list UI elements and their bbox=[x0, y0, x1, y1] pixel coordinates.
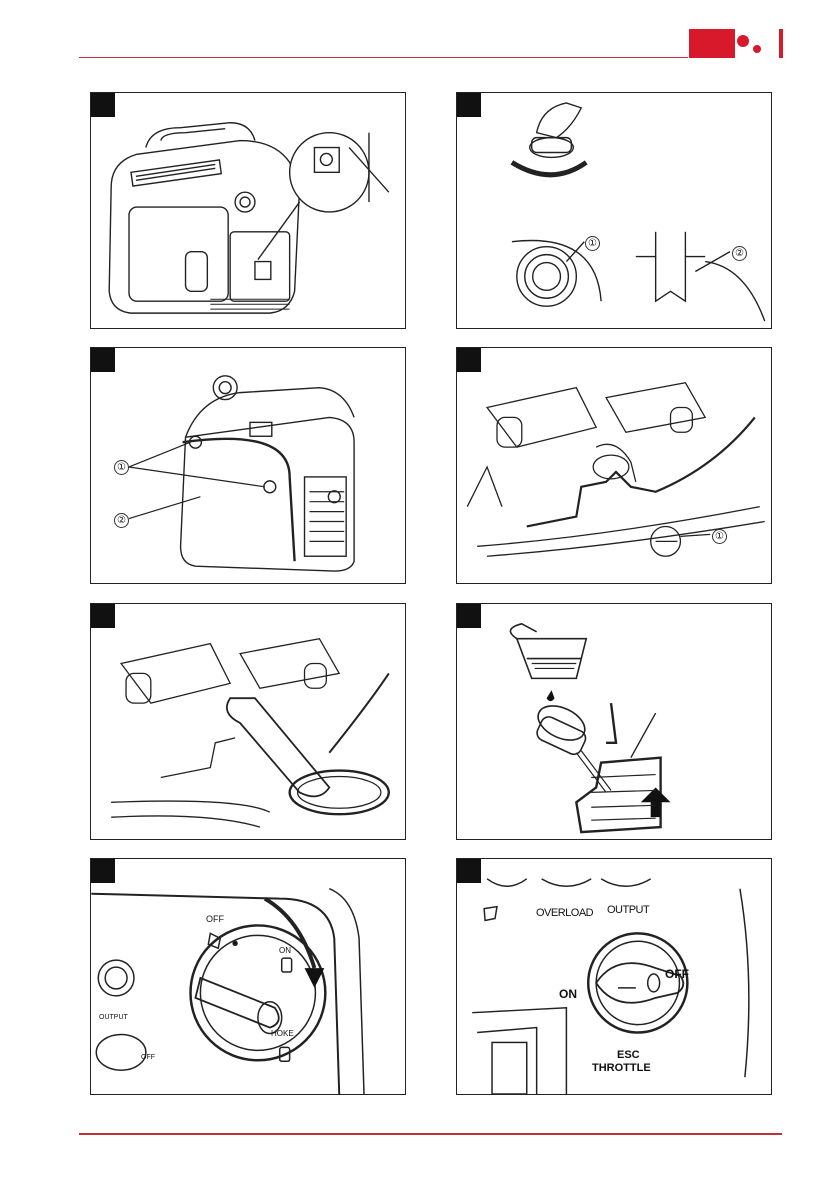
figure-panel-8: OVERLOAD OUTPUT ON OFF ESC THROTTLE bbox=[456, 858, 772, 1095]
figure-panel-3: ① ② bbox=[90, 347, 406, 584]
generator-side-illustration bbox=[108, 122, 390, 314]
oil-filler-cap-illustration bbox=[466, 381, 765, 557]
panel-number bbox=[91, 348, 115, 372]
side-cover-illustration bbox=[128, 375, 355, 572]
label-off: OFF bbox=[665, 967, 689, 981]
figure-panel-1 bbox=[90, 92, 406, 329]
label-output: OUTPUT bbox=[607, 904, 650, 916]
fuel-cap-illustration bbox=[510, 102, 766, 322]
footer-rule bbox=[79, 1133, 782, 1135]
panel-number bbox=[457, 348, 481, 372]
panel-number bbox=[91, 604, 115, 628]
label-esc: ESC bbox=[617, 1049, 640, 1061]
figure-panel-6 bbox=[456, 603, 772, 840]
figure-panel-4: ① bbox=[456, 347, 772, 584]
panel-number bbox=[457, 93, 481, 117]
oil-drain-funnel-illustration bbox=[111, 637, 390, 828]
label-output: OUTPUT bbox=[99, 1014, 128, 1021]
label-overload: OVERLOAD bbox=[536, 907, 594, 919]
eco-throttle-switch-illustration bbox=[472, 878, 750, 1094]
panel-number bbox=[457, 604, 481, 628]
label-on: ON bbox=[559, 987, 577, 1001]
panel-number bbox=[91, 93, 115, 117]
callout-2: ② bbox=[114, 513, 129, 528]
label-throttle: THROTTLE bbox=[592, 1062, 651, 1074]
brand-logo bbox=[689, 29, 785, 58]
label-off-2: OFF bbox=[141, 1054, 155, 1061]
panel-number bbox=[457, 859, 481, 883]
callout-1: ① bbox=[114, 460, 129, 475]
figure-panel-7: OFF ON HOKE OUTPUT OFF bbox=[90, 858, 406, 1095]
label-off: OFF bbox=[206, 914, 224, 924]
callout-1: ① bbox=[712, 529, 727, 544]
fuel-choke-knob-illustration bbox=[91, 888, 365, 1094]
figure-panel-2: ① ② bbox=[456, 92, 772, 329]
panel-number bbox=[91, 859, 115, 883]
label-choke: HOKE bbox=[271, 1029, 294, 1038]
header-rule bbox=[79, 57, 688, 58]
label-on: ON bbox=[279, 946, 291, 955]
callout-2: ② bbox=[732, 246, 747, 261]
oil-level-illustration bbox=[509, 622, 671, 834]
callout-1: ① bbox=[585, 236, 600, 251]
figure-panel-5 bbox=[90, 603, 406, 840]
